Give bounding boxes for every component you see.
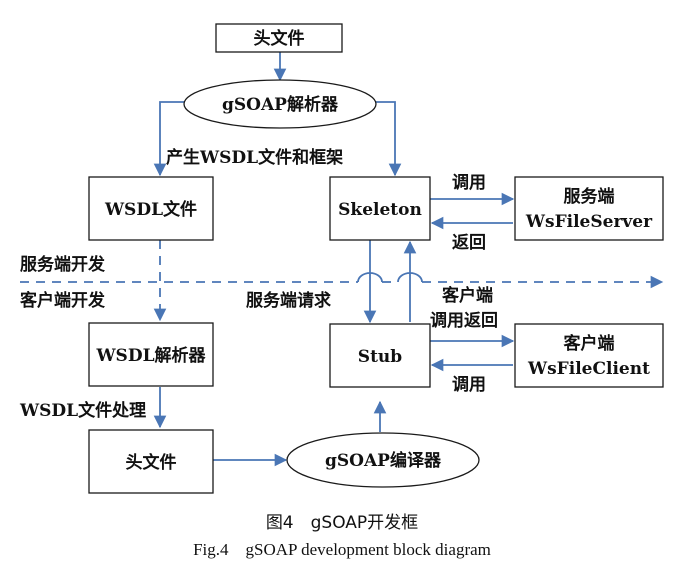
label-client-call-return-2: 调用返回 — [430, 311, 498, 331]
node-gsoap-parser-label: gSOAP解析器 — [222, 94, 339, 115]
node-skeleton-label: Skeleton — [338, 200, 422, 220]
label-generate: 产生WSDL文件和框架 — [166, 147, 343, 168]
node-wsdl-parser: WSDL解析器 — [88, 322, 214, 387]
arrow-parser-to-skeleton — [375, 101, 402, 177]
node-header-top-label: 头文件 — [254, 28, 305, 49]
label-client-dev: 客户端开发 — [19, 290, 106, 311]
node-client-label-2: WsFileClient — [527, 359, 650, 379]
label-return-top: 返回 — [452, 233, 486, 253]
node-gsoap-compiler-label: gSOAP编译器 — [325, 450, 442, 471]
label-call-bottom: 调用 — [452, 375, 486, 395]
node-skeleton: Skeleton — [329, 176, 431, 241]
label-client-call-return-1: 客户端 — [441, 285, 493, 306]
node-header-bottom-label: 头文件 — [126, 452, 177, 473]
node-gsoap-compiler: gSOAP编译器 — [286, 432, 480, 488]
label-wsdl-processing: WSDL文件处理 — [19, 400, 146, 421]
arrow-parser-to-wsdl-file — [153, 101, 185, 177]
node-client-label-1: 客户端 — [563, 333, 615, 354]
label-call-top: 调用 — [452, 173, 486, 193]
node-wsdl-parser-label: WSDL解析器 — [95, 345, 206, 366]
node-client: 客户端 WsFileClient — [514, 323, 664, 388]
node-server-label-2: WsFileServer — [525, 212, 653, 232]
node-stub-label: Stub — [358, 347, 402, 367]
node-header-top: 头文件 — [215, 23, 343, 53]
node-server-label-1: 服务端 — [564, 186, 615, 207]
label-server-request: 服务端请求 — [246, 290, 331, 311]
node-gsoap-parser: gSOAP解析器 — [183, 79, 377, 129]
node-stub: Stub — [329, 323, 431, 388]
node-wsdl-file-label: WSDL文件 — [104, 199, 197, 220]
node-server: 服务端 WsFileServer — [514, 176, 664, 241]
node-header-bottom: 头文件 — [88, 429, 214, 494]
label-server-dev: 服务端开发 — [20, 254, 106, 275]
connectors — [20, 52, 664, 467]
caption-en: Fig.4 gSOAP development block diagram — [193, 540, 491, 559]
node-wsdl-file: WSDL文件 — [88, 176, 214, 241]
caption-cn: 图4 gSOAP开发框 — [266, 513, 418, 533]
